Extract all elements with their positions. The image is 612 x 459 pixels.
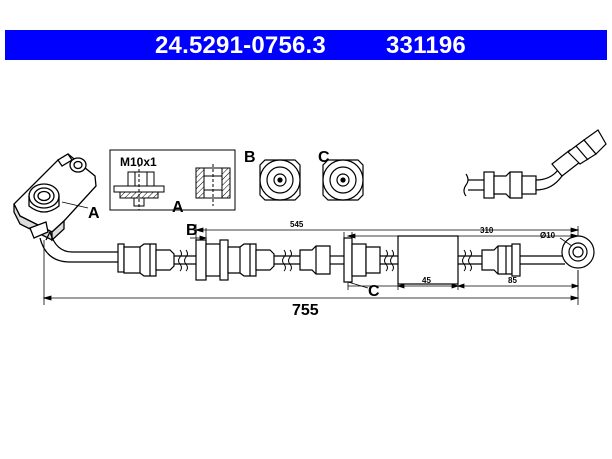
label-c-detail: C xyxy=(318,149,330,166)
part-number: 24.5291-0756.3 xyxy=(155,32,326,59)
reference-number: 331196 xyxy=(386,32,466,59)
banjo-bracket xyxy=(13,153,97,242)
label-a-left: A xyxy=(88,205,100,222)
dimension-diameter: Ø10 xyxy=(540,231,556,240)
brake-pipe-bend xyxy=(39,231,120,263)
dimension-lines xyxy=(42,224,580,305)
label-b-detail: B xyxy=(244,149,256,166)
label-a-detail: A xyxy=(172,199,184,216)
dimension-310: 310 xyxy=(480,226,494,235)
label-thread: M10x1 xyxy=(120,155,157,169)
label-b-section: B xyxy=(186,222,198,239)
right-fitting-view xyxy=(463,129,607,199)
hose-assembly xyxy=(117,235,595,285)
dimension-total-length: 755 xyxy=(292,302,319,319)
detail-b-view xyxy=(259,159,301,201)
dimension-45: 45 xyxy=(422,276,431,285)
label-c-section: C xyxy=(368,283,380,300)
detail-a-box xyxy=(109,149,236,211)
detail-c-view xyxy=(322,159,364,201)
title-bar: 24.5291-0756.3 331196 xyxy=(5,30,607,60)
break-symbols xyxy=(178,249,472,272)
dimension-85: 85 xyxy=(508,276,517,285)
dimension-545: 545 xyxy=(290,220,304,229)
